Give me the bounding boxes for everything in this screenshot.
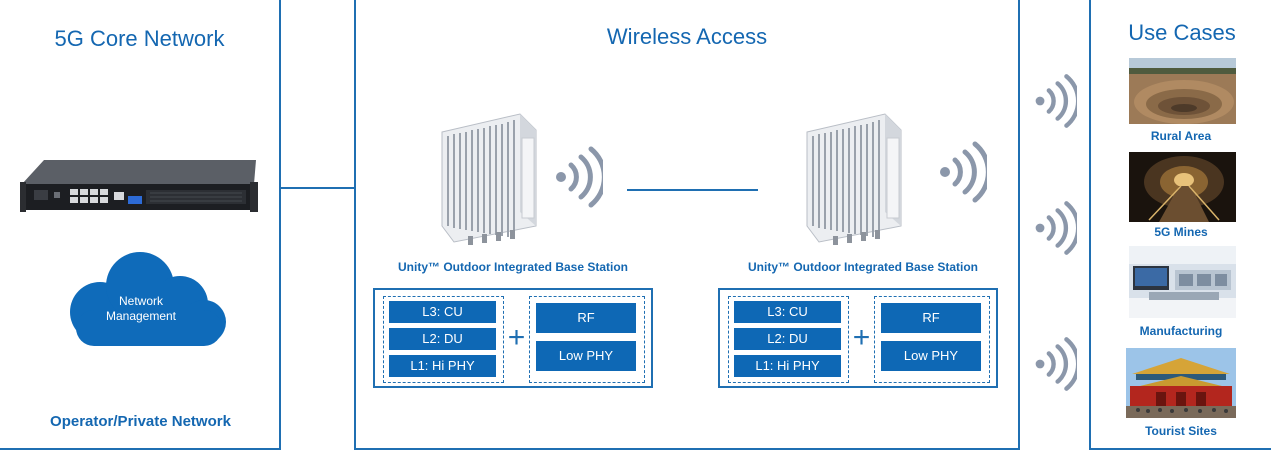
station-link <box>627 189 758 191</box>
layer-box: RF <box>881 303 981 333</box>
factory-photo <box>1129 246 1236 318</box>
wireless-signal-icon <box>940 141 987 203</box>
wireless-signal-icon <box>1035 74 1077 128</box>
wireless-signal-icon <box>1035 337 1077 391</box>
layer-box: L1: Hi PHY <box>734 355 841 377</box>
wireless-signal-icon <box>1035 201 1077 255</box>
core-network-title: 5G Core Network <box>54 26 225 51</box>
plus-sign: + <box>852 321 871 354</box>
use-case-label: Manufacturing <box>1139 324 1223 338</box>
protocol-stack: L3: CU L2: DU L1: Hi PHY + RF Low PHY <box>718 288 998 388</box>
wireless-access-title: Wireless Access <box>606 24 768 49</box>
cloud-icon <box>70 252 226 346</box>
use-case-label: Rural Area <box>1150 129 1212 143</box>
layer-box: L1: Hi PHY <box>389 355 496 377</box>
protocol-stack: L3: CU L2: DU L1: Hi PHY + RF Low PHY <box>373 288 653 388</box>
cloud-label-line1: Network <box>118 294 163 308</box>
mine-photo <box>1129 58 1236 124</box>
ru-group: RF Low PHY <box>874 296 990 383</box>
layer-box: L3: CU <box>734 301 841 323</box>
core-access-link <box>281 187 355 189</box>
layer-box: L2: DU <box>734 328 841 350</box>
cloud-label-line2: Management <box>105 309 177 323</box>
use-case-label: 5G Mines <box>1154 225 1208 239</box>
server-icon <box>20 160 258 212</box>
plus-sign: + <box>507 321 526 354</box>
station-label: Unity™ Outdoor Integrated Base Station <box>398 260 629 274</box>
core-network-footer: Operator/Private Network <box>50 413 231 430</box>
palace-photo <box>1126 348 1236 418</box>
use-case-label: Tourist Sites <box>1145 424 1217 438</box>
layer-box: L3: CU <box>389 301 496 323</box>
tunnel-photo <box>1129 152 1236 222</box>
layer-box: Low PHY <box>881 341 981 371</box>
radio-unit-icon <box>806 113 902 245</box>
radio-unit-icon <box>441 113 537 245</box>
core-network-panel: 5G Core Network <box>0 0 281 450</box>
station-label: Unity™ Outdoor Integrated Base Station <box>748 260 979 274</box>
layer-box: RF <box>536 303 636 333</box>
layer-box: Low PHY <box>536 341 636 371</box>
layer-box: L2: DU <box>389 328 496 350</box>
cu-du-group: L3: CU L2: DU L1: Hi PHY <box>383 296 504 383</box>
cu-du-group: L3: CU L2: DU L1: Hi PHY <box>728 296 849 383</box>
wireless-signal-icon <box>556 146 603 208</box>
ru-group: RF Low PHY <box>529 296 645 383</box>
cloud-label: Network Management <box>56 294 226 324</box>
use-cases-title: Use Cases <box>1128 20 1236 45</box>
